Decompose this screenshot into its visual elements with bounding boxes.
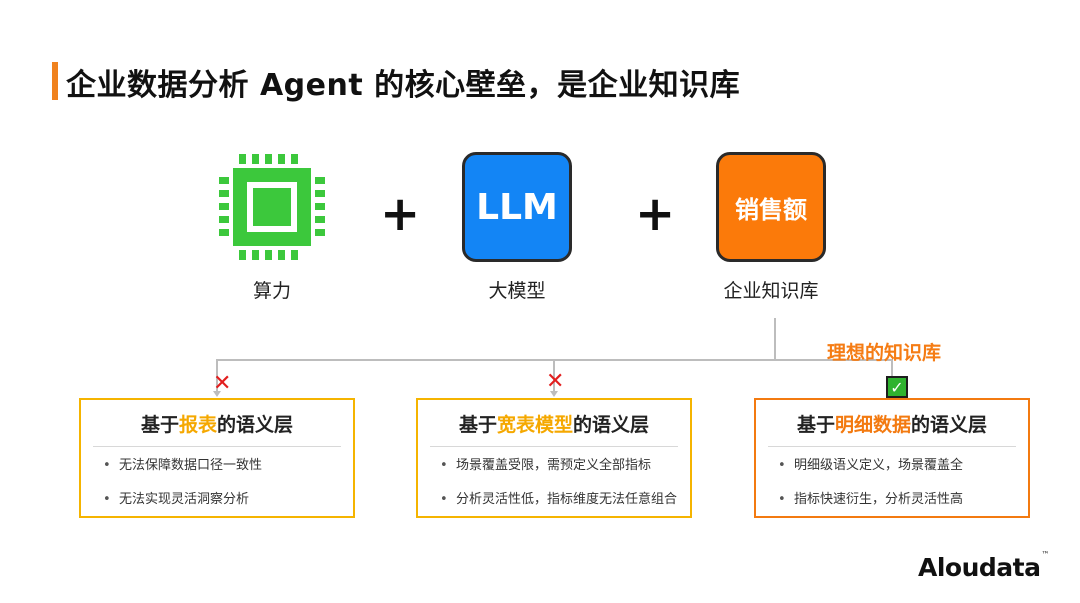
connector-drop-1 [216, 359, 218, 392]
list-item: 指标快速衍生，分析灵活性高 [778, 491, 1028, 508]
llm-tile: LLM [462, 152, 572, 262]
list-item: 分析灵活性低，指标维度无法任意组合 [440, 491, 690, 508]
cross-icon: ✕ [546, 369, 565, 394]
connector-drop-2 [553, 359, 555, 392]
bullet-list: 场景覆盖受限，需预定义全部指标 分析灵活性低，指标维度无法任意组合 [418, 457, 690, 508]
item-knowledge-base: 销售额 企业知识库 [716, 152, 826, 303]
heading-highlight: 宽表模型 [496, 413, 573, 436]
title-accent-bar [52, 62, 58, 100]
item-label-llm: 大模型 [488, 280, 546, 302]
item-label-knowledge-base: 企业知识库 [723, 280, 819, 302]
card-heading: 基于宽表模型的语义层 [418, 400, 690, 446]
list-item: 场景覆盖受限，需预定义全部指标 [440, 457, 690, 474]
item-compute: 算力 [217, 152, 327, 303]
heading-suffix: 的语义层 [217, 413, 294, 436]
heading-suffix: 的语义层 [911, 413, 988, 436]
card-heading: 基于明细数据的语义层 [756, 400, 1028, 446]
connector-drop-3 [891, 359, 893, 392]
sales-tile: 销售额 [716, 152, 826, 262]
plus-icon: + [635, 186, 676, 242]
bullet-list: 无法保障数据口径一致性 无法实现灵活洞察分析 [81, 457, 353, 508]
item-label-compute: 算力 [252, 280, 291, 302]
card-heading: 基于报表的语义层 [81, 400, 353, 446]
item-llm: LLM 大模型 [462, 152, 572, 303]
chip-icon [217, 152, 327, 262]
plus-icon: + [380, 186, 421, 242]
logo-text: Aloudata [918, 553, 1041, 582]
heading-prefix: 基于 [140, 413, 179, 436]
heading-prefix: 基于 [796, 413, 835, 436]
card-divider [768, 446, 1016, 447]
cross-icon: ✕ [213, 371, 232, 396]
heading-suffix: 的语义层 [573, 413, 650, 436]
arrow-down-icon [550, 391, 558, 397]
card-divider [430, 446, 678, 447]
page-title: 企业数据分析 Agent 的核心壁垒，是企业知识库 [66, 68, 741, 103]
heading-highlight: 明细数据 [834, 413, 911, 436]
heading-prefix: 基于 [458, 413, 497, 436]
arrow-down-icon [213, 391, 221, 397]
list-item: 无法保障数据口径一致性 [103, 457, 353, 474]
bullet-list: 明细级语义定义，场景覆盖全 指标快速衍生，分析灵活性高 [756, 457, 1028, 508]
brand-logo: Aloudata™ [918, 549, 1049, 582]
list-item: 无法实现灵活洞察分析 [103, 491, 353, 508]
checkmark-icon: ✓ [886, 376, 908, 398]
card-divider [93, 446, 341, 447]
trademark-mark: ™ [1041, 549, 1049, 559]
list-item: 明细级语义定义，场景覆盖全 [778, 457, 1028, 474]
heading-highlight: 报表 [178, 413, 217, 436]
ideal-knowledge-base-label: 理想的知识库 [827, 342, 942, 364]
connector-vertical [774, 318, 776, 360]
